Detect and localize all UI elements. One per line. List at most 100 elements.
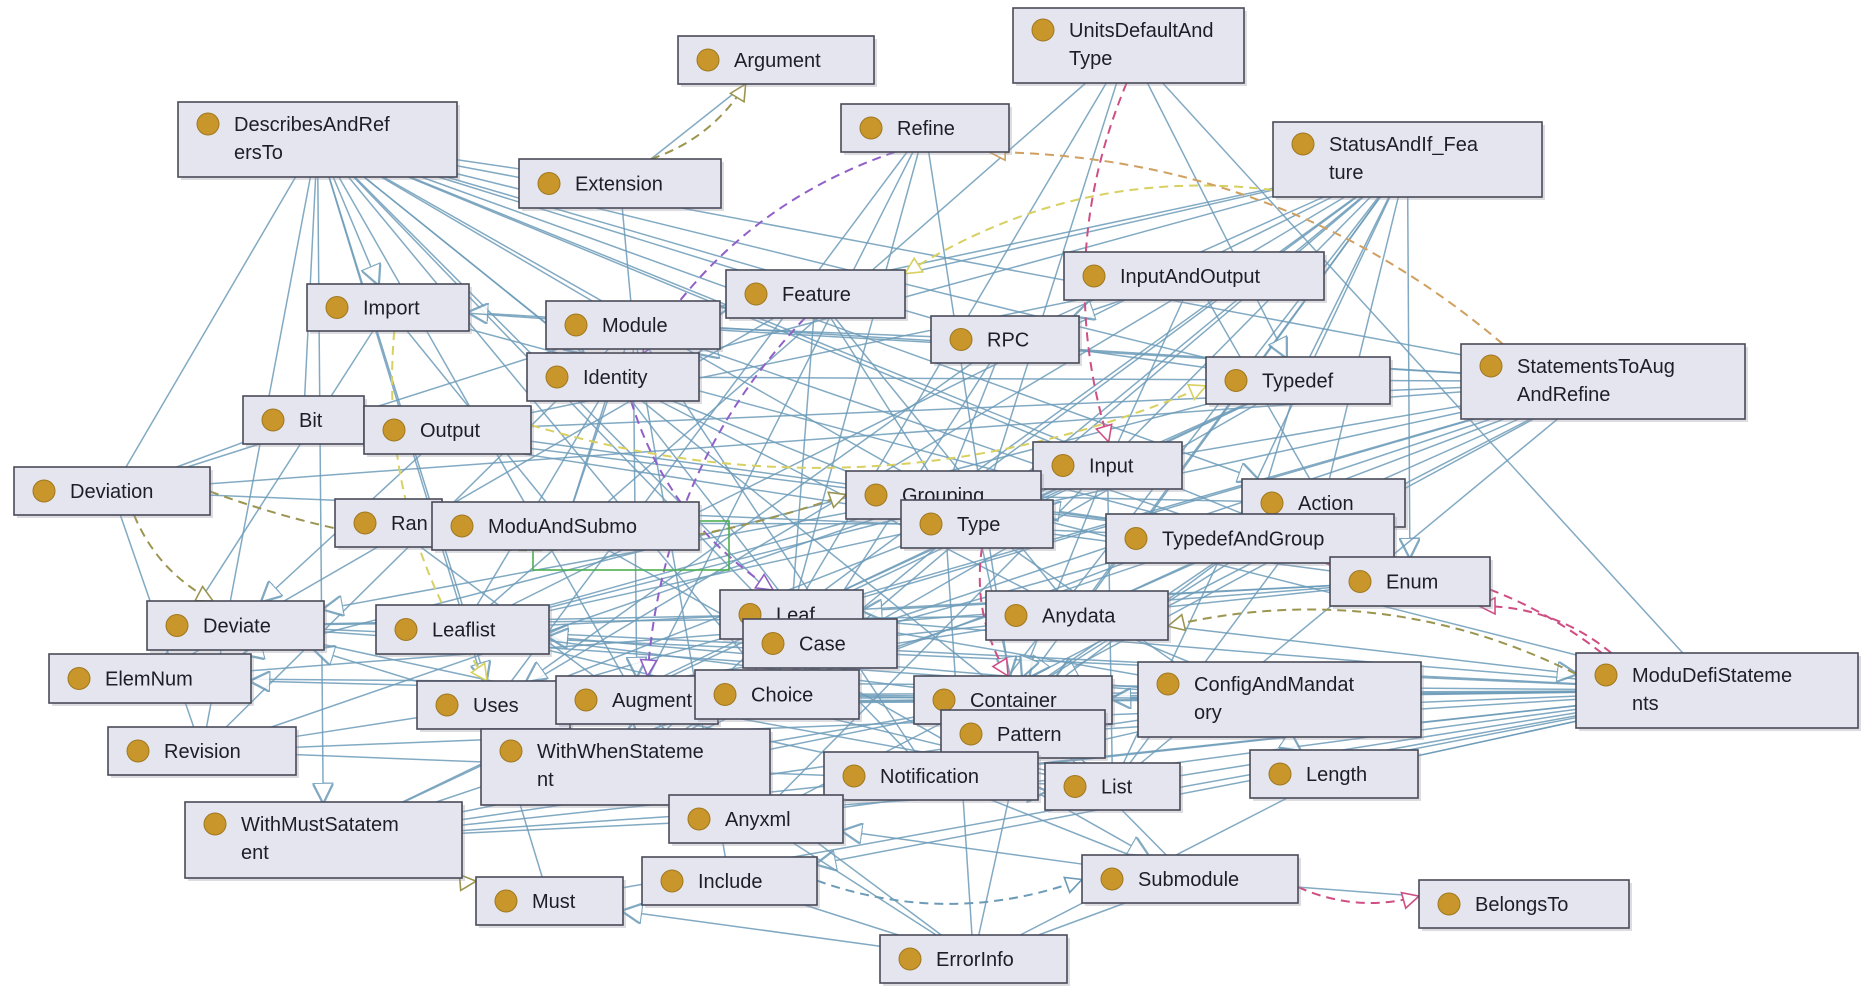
- node-box: [1137, 661, 1422, 738]
- edge-submodule-to-belongs-to: [1297, 886, 1420, 897]
- dashed-edge-modu-defi-statements-to-anydata: [1167, 608, 1577, 675]
- node-extension[interactable]: Extension: [518, 158, 724, 211]
- dashed-edge-include-to-submodule: [816, 878, 1083, 905]
- dashed-arrowhead-input: [1094, 423, 1113, 444]
- node-ran[interactable]: Ran: [334, 498, 445, 550]
- node-label: WithWhenStateme: [537, 741, 704, 763]
- node-label: ent: [241, 842, 269, 864]
- node-length[interactable]: Length: [1249, 749, 1421, 801]
- class-circle-icon: [1063, 775, 1087, 798]
- class-circle-icon: [382, 418, 406, 442]
- node-augment[interactable]: Augment: [555, 675, 721, 727]
- node-label: UnitsDefaultAnd: [1069, 20, 1214, 42]
- node-label: ory: [1194, 702, 1222, 724]
- dashed-edge-deviation-to-grouping: [209, 490, 847, 552]
- node-output[interactable]: Output: [363, 405, 534, 457]
- class-circle-icon: [126, 739, 150, 763]
- class-circle-icon: [1348, 570, 1372, 593]
- node-status-and-if-feature[interactable]: StatusAndIf_Feature: [1272, 121, 1545, 200]
- node-type[interactable]: Type: [900, 499, 1056, 551]
- node-enum[interactable]: Enum: [1329, 556, 1493, 609]
- edge-grouping-to-revision: [271, 518, 875, 728]
- node-label: Type: [1069, 48, 1112, 70]
- node-label: Include: [698, 871, 763, 893]
- class-circle-icon: [713, 683, 737, 706]
- edge-describes-and-refers-to-to-module: [380, 176, 593, 302]
- node-label: Extension: [575, 174, 663, 196]
- node-label: StatementsToAug: [1517, 356, 1675, 378]
- node-refine[interactable]: Refine: [840, 103, 1012, 155]
- class-circle-icon: [499, 739, 523, 763]
- node-revision[interactable]: Revision: [107, 726, 299, 778]
- node-label: Case: [799, 634, 846, 656]
- node-label: Action: [1298, 493, 1354, 515]
- class-circle-icon: [859, 116, 883, 140]
- node-identity[interactable]: Identity: [526, 352, 702, 404]
- node-module[interactable]: Module: [545, 300, 723, 352]
- node-modu-and-submo[interactable]: ModuAndSubmo: [431, 501, 702, 553]
- dashed-arrowhead-must: [458, 873, 478, 892]
- node-rpc[interactable]: RPC: [930, 315, 1082, 366]
- node-notification[interactable]: Notification: [823, 751, 1041, 803]
- node-argument[interactable]: Argument: [677, 35, 877, 87]
- node-input-and-output[interactable]: InputAndOutput: [1063, 251, 1327, 303]
- edge-grouping-to-leaflist: [548, 518, 858, 607]
- class-circle-icon: [1004, 604, 1028, 627]
- edge-modu-defi-statements-to-list: [1179, 712, 1577, 777]
- edge-with-must-satatement-to-anyxml: [461, 822, 670, 835]
- edge-typedef-to-leaf: [844, 403, 1248, 591]
- node-error-info[interactable]: ErrorInfo: [879, 934, 1070, 986]
- node-uses[interactable]: Uses: [416, 680, 573, 732]
- node-input[interactable]: Input: [1032, 441, 1185, 492]
- edge-extension-to-argument: [650, 83, 747, 160]
- edge-status-and-if-feature-to-grouping: [976, 196, 1357, 472]
- node-case[interactable]: Case: [742, 618, 900, 671]
- node-label: Anyxml: [725, 809, 791, 831]
- node-anyxml[interactable]: Anyxml: [668, 794, 846, 846]
- node-import[interactable]: Import: [306, 283, 472, 334]
- node-bit[interactable]: Bit: [242, 395, 367, 447]
- node-box: [1272, 121, 1543, 198]
- node-elem-num[interactable]: ElemNum: [48, 653, 254, 706]
- node-label: ElemNum: [105, 669, 193, 691]
- class-circle-icon: [842, 764, 866, 788]
- class-circle-icon: [1100, 867, 1124, 891]
- class-circle-icon: [450, 514, 474, 538]
- node-must[interactable]: Must: [475, 876, 626, 928]
- node-label: Output: [420, 420, 480, 442]
- node-deviation[interactable]: Deviation: [13, 466, 213, 518]
- node-choice[interactable]: Choice: [694, 669, 862, 722]
- class-circle-icon: [325, 296, 349, 319]
- node-leaflist[interactable]: Leaflist: [375, 604, 552, 657]
- node-deviate[interactable]: Deviate: [146, 600, 327, 653]
- node-label: StatusAndIf_Fea: [1329, 134, 1479, 156]
- node-submodule[interactable]: Submodule: [1081, 854, 1301, 906]
- dashed-arrowhead-typedef: [1186, 383, 1208, 402]
- edge-module-to-import: [468, 312, 547, 320]
- node-label: ModuAndSubmo: [488, 516, 637, 538]
- edge-units-default-and-type-to-type: [983, 82, 1118, 501]
- class-circle-icon: [67, 667, 91, 690]
- node-belongs-to[interactable]: BelongsTo: [1418, 879, 1632, 931]
- dashed-edge-statements-to-aug-and-refine-to-refine: [989, 151, 1504, 345]
- node-label: Uses: [473, 695, 519, 717]
- node-include[interactable]: Include: [641, 856, 820, 908]
- node-label: Refine: [897, 118, 955, 140]
- class-circle-icon: [1291, 132, 1315, 156]
- edge-describes-and-refers-to-to-action: [421, 176, 1257, 479]
- class-circle-icon: [949, 328, 973, 351]
- node-label: BelongsTo: [1475, 894, 1568, 916]
- class-circle-icon: [1224, 369, 1248, 392]
- node-feature[interactable]: Feature: [725, 269, 908, 321]
- node-typedef[interactable]: Typedef: [1205, 356, 1393, 407]
- class-circle-icon: [919, 512, 943, 536]
- node-anydata[interactable]: Anydata: [985, 590, 1171, 643]
- node-list[interactable]: List: [1044, 762, 1183, 813]
